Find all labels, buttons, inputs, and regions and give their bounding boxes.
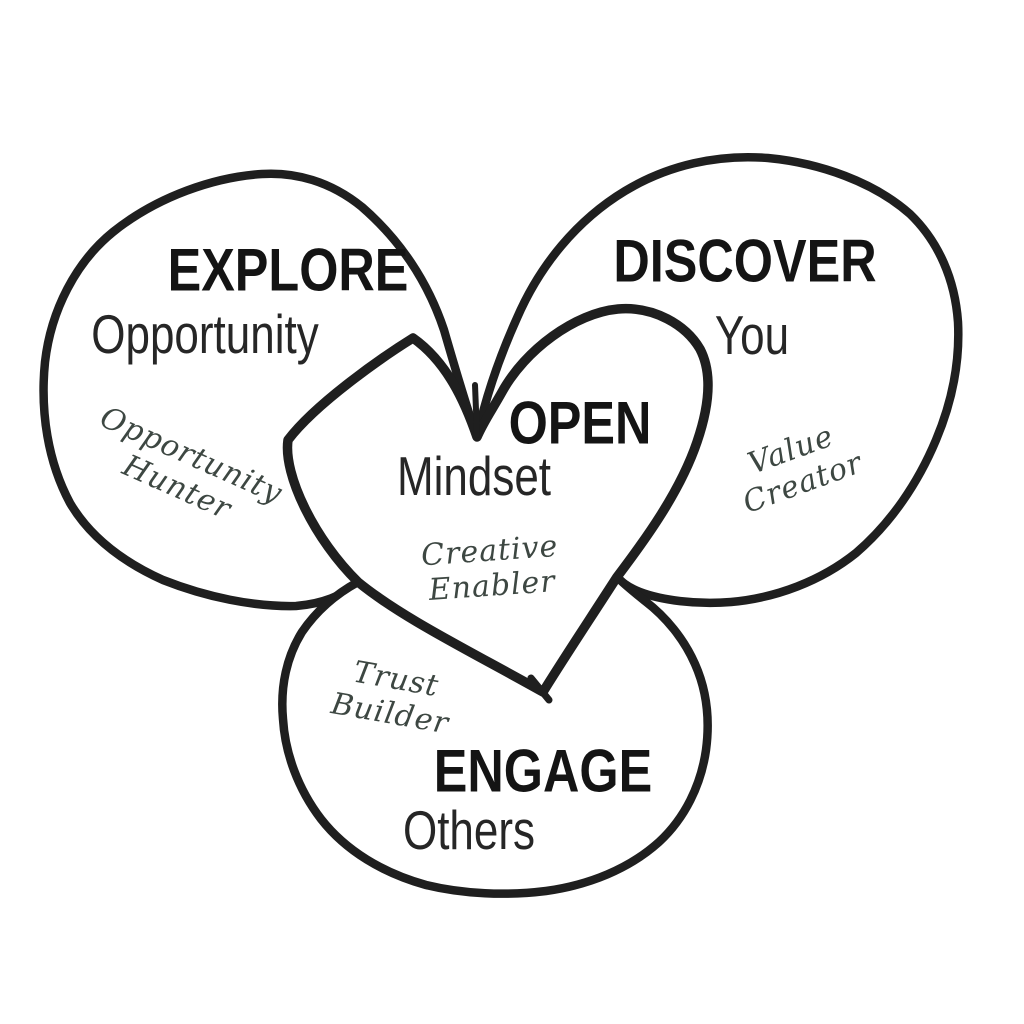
engage-subheading: Others xyxy=(402,799,536,861)
heart-notch-ink xyxy=(472,382,480,438)
open-role-label: Creative Enabler xyxy=(420,529,562,609)
explore-heading: EXPLORE xyxy=(167,236,409,304)
heart-tip-ink xyxy=(527,674,553,704)
open-subheading: Mindset xyxy=(396,445,552,507)
discover-subheading: You xyxy=(714,304,790,366)
engage-petal-shape xyxy=(278,572,712,898)
engage-heading: ENGAGE xyxy=(433,737,653,805)
heart-shape xyxy=(282,303,713,697)
explore-subheading: Opportunity xyxy=(91,303,319,365)
discover-heading: DISCOVER xyxy=(613,227,877,295)
open-heading: OPEN xyxy=(508,389,652,457)
